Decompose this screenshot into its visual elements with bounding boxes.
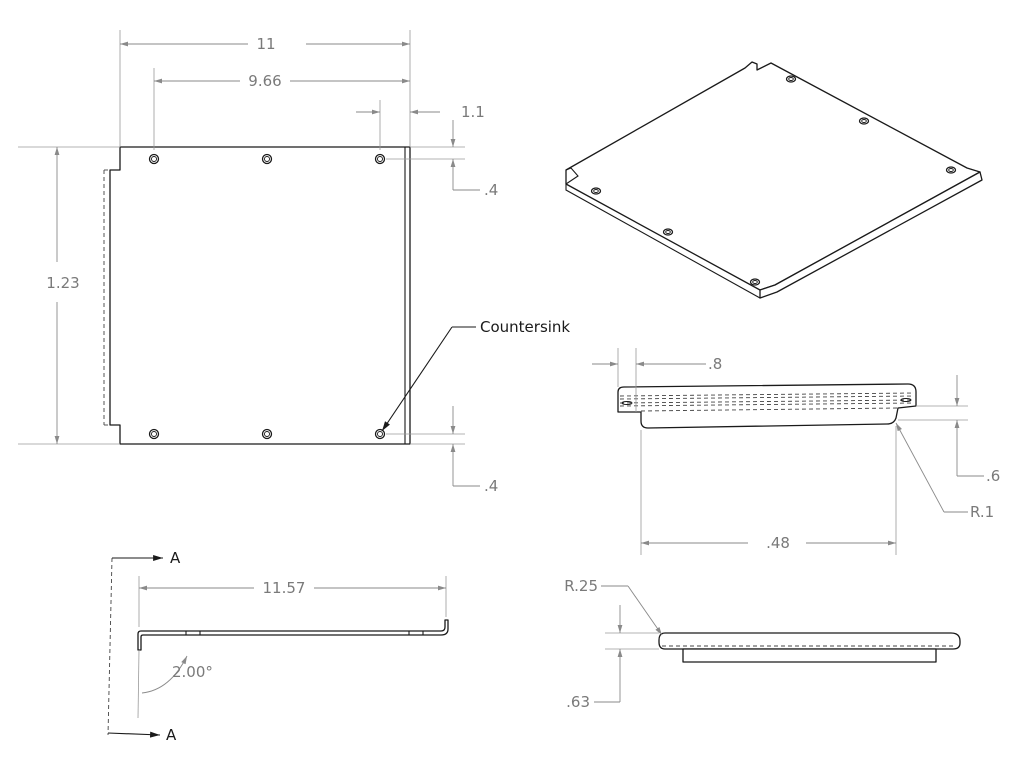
top-view: 11 9.66 1.1 .4: [18, 30, 570, 495]
section-cut-line: [107, 557, 113, 736]
countersink-callout: Countersink: [381, 318, 570, 432]
dimension-label: .4: [484, 181, 498, 199]
isometric-view: [565, 61, 983, 299]
countersink-hole: [858, 117, 870, 125]
dimension-label: .63: [566, 693, 590, 711]
dimension-label: .8: [708, 355, 722, 373]
dimension-side-height: .6: [898, 375, 1000, 485]
countersink-hole: [785, 75, 797, 83]
dimension-front-thickness: .63: [566, 605, 659, 711]
countersink-callout-label: Countersink: [480, 318, 570, 336]
side-view-hidden-line: [640, 407, 899, 412]
dimension-flange-length: 11.57: [138, 576, 447, 627]
dimension-side-width: .48: [640, 426, 897, 555]
dimension-label: 11.57: [263, 579, 306, 597]
dimension-bend-radius-front: R.25: [564, 577, 663, 636]
side-view-hidden-line: [619, 399, 915, 404]
section-profile: [137, 619, 449, 651]
iso-plate-top-face: [565, 61, 981, 291]
side-view-hidden-line: [619, 395, 915, 400]
iso-holes: [590, 75, 957, 286]
section-arrow-bottom: [107, 731, 161, 738]
dimension-label: 2.00°: [172, 663, 213, 681]
countersink-hole: [261, 428, 273, 440]
iso-flange: [759, 171, 983, 299]
dimension-bend-angle: 2.00°: [137, 649, 213, 719]
section-view: A A 11.57 2.00°: [107, 549, 449, 744]
dimension-hole-span: 9.66: [153, 68, 410, 150]
countersink-hole: [374, 428, 386, 440]
dimension-hole-offset-top: .4: [386, 120, 498, 199]
dimension-overall-width: 11: [119, 30, 411, 147]
plate-outline: [109, 146, 411, 445]
dimension-hole-offset-x: 1.1: [356, 100, 485, 150]
dimension-label: R.1: [970, 503, 994, 521]
section-label-top: A: [170, 549, 181, 567]
countersink-hole: [148, 153, 160, 165]
dimension-hole-offset-bottom: .4: [386, 406, 498, 495]
countersink-hole: [148, 428, 160, 440]
dimension-label: R.25: [564, 577, 598, 595]
front-view-tab: [682, 648, 937, 663]
dimension-label: .48: [766, 534, 790, 552]
section-label-bottom: A: [166, 726, 177, 744]
dimension-side-inset: .8: [592, 348, 722, 412]
iso-plate-left-step: [565, 167, 579, 185]
dimension-label: 11: [256, 35, 275, 53]
dimension-label: 1.1: [461, 103, 485, 121]
dimension-height: 1.23: [18, 146, 120, 445]
side-view: .8 .6 R.1 .48: [592, 348, 1000, 555]
side-view-countersink-mark: [900, 398, 912, 402]
dimension-label: 9.66: [248, 72, 281, 90]
countersink-hole: [662, 228, 674, 236]
countersink-hole: [749, 278, 761, 286]
countersink-hole: [590, 187, 602, 195]
dimension-label: .4: [484, 477, 498, 495]
plate-holes: [148, 153, 386, 440]
dimension-bend-radius-side: R.1: [895, 422, 994, 521]
dimension-label: 1.23: [46, 274, 79, 292]
front-view-plate: [658, 632, 961, 650]
countersink-hole: [945, 166, 957, 174]
countersink-hole: [374, 153, 386, 165]
side-view-hidden-line: [619, 392, 915, 397]
side-view-countersink-mark: [621, 401, 633, 405]
side-view-hidden-line: [619, 402, 915, 407]
countersink-hole: [261, 153, 273, 165]
dimension-label: .6: [986, 467, 1000, 485]
front-view: R.25 .63: [564, 577, 961, 711]
